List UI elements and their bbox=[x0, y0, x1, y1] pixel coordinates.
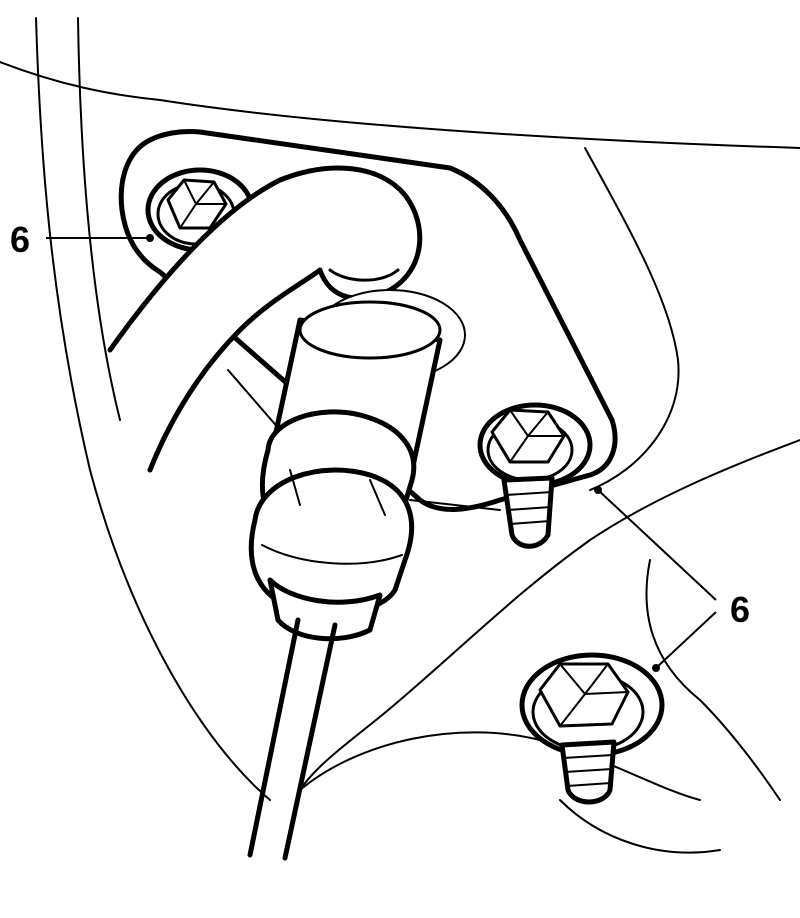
sensor-assembly bbox=[247, 289, 466, 861]
bent-pipe bbox=[107, 165, 423, 473]
callout-leaders bbox=[46, 234, 717, 672]
callout-label-top-left: 6 bbox=[10, 219, 30, 260]
body-panel-outline bbox=[0, 17, 800, 854]
flange-nut-lower bbox=[519, 652, 665, 805]
callout-label-right: 6 bbox=[730, 589, 750, 630]
flange-nut-right bbox=[477, 402, 593, 549]
